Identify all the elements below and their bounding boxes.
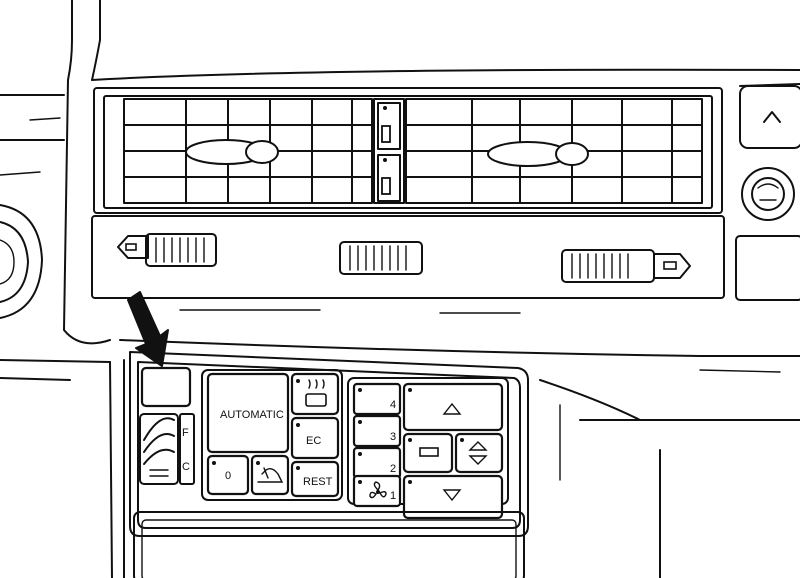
zero-button[interactable]: 0 — [206, 454, 250, 496]
svg-text:REST: REST — [303, 476, 333, 488]
climate-control-panel: F C AUTOMATIC EC 0 — [129, 351, 529, 537]
air-center-button[interactable] — [402, 432, 454, 474]
svg-text:AUTOMATIC: AUTOMATIC — [220, 409, 284, 421]
hazard-chevron-icon[interactable] — [763, 111, 781, 123]
automatic-button[interactable]: AUTOMATIC — [206, 372, 290, 454]
svg-text:0: 0 — [225, 470, 231, 482]
svg-text:4: 4 — [390, 399, 396, 411]
recirculation-button[interactable] — [250, 454, 290, 496]
ec-button[interactable]: EC — [290, 416, 340, 460]
callout-arrow-icon — [127, 291, 169, 367]
arrow-up-icon — [442, 402, 462, 415]
arrow-down-icon — [442, 489, 462, 502]
left-vent-grille — [123, 98, 373, 204]
temp-c-label: C — [182, 461, 190, 473]
right-vent-slider[interactable] — [561, 249, 655, 283]
left-vent-slider[interactable] — [145, 233, 217, 267]
recirculation-icon — [257, 467, 284, 483]
fan-speed-4-button[interactable]: 4 — [352, 382, 402, 416]
vent-center-divider — [373, 98, 405, 204]
temp-f-label: F — [182, 427, 189, 439]
lock-outer — [741, 167, 795, 221]
center-vent-slider[interactable] — [339, 241, 423, 275]
rest-button[interactable]: REST — [290, 460, 340, 498]
fan-icon — [369, 481, 387, 499]
gauge-ring — [0, 204, 43, 319]
right-side-controls — [735, 83, 800, 301]
center-air-vents — [93, 87, 723, 214]
air-up-down-button[interactable] — [454, 432, 504, 474]
air-down-button[interactable] — [402, 474, 504, 520]
slider-strip — [91, 215, 725, 299]
lower-slot — [133, 511, 525, 578]
sensor-button[interactable] — [140, 366, 192, 408]
air-up-button[interactable] — [402, 382, 504, 432]
svg-text:2: 2 — [390, 463, 396, 475]
center-vent-icon — [419, 447, 439, 457]
temperature-wheel[interactable] — [139, 413, 179, 485]
fan-speed-1-button[interactable]: 1 — [352, 474, 402, 508]
rear-defrost-icon — [305, 379, 327, 407]
lock-icon[interactable] — [751, 177, 785, 211]
fan-speed-3-button[interactable]: 3 — [352, 414, 402, 448]
svg-text:1: 1 — [390, 490, 396, 502]
fan-speed-2-button[interactable]: 2 — [352, 446, 402, 480]
svg-text:EC: EC — [306, 435, 321, 447]
up-down-arrows-icon — [468, 441, 488, 465]
right-vent-grille — [405, 98, 703, 204]
rear-defrost-button[interactable] — [290, 372, 340, 416]
svg-text:3: 3 — [390, 431, 396, 443]
